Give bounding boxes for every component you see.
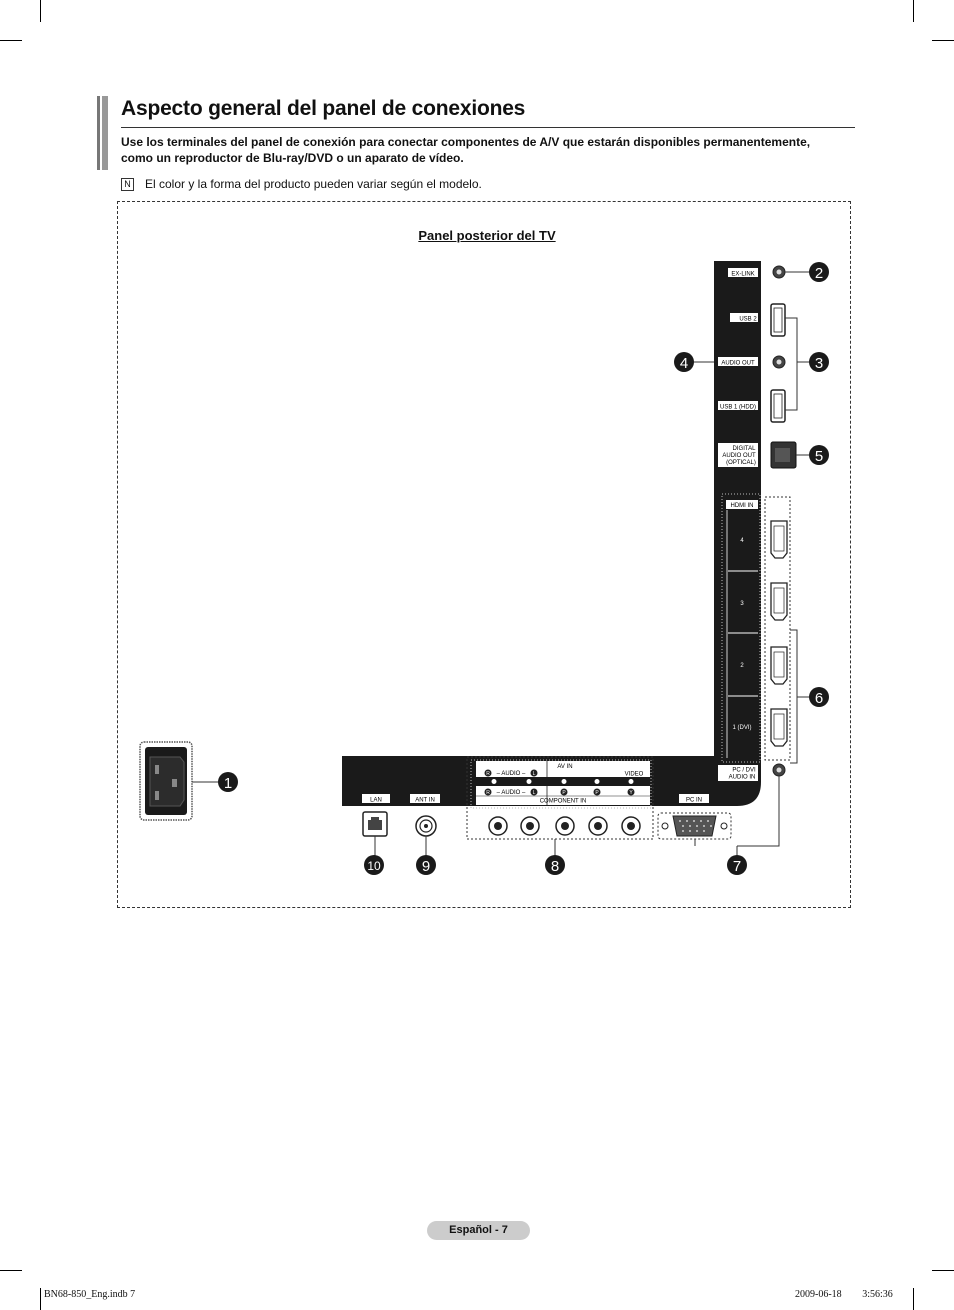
hdmi-ports	[770, 520, 788, 747]
audio-top-label: – AUDIO –	[497, 771, 526, 777]
file-info: BN68-850_Eng.indb 7	[44, 1289, 136, 1300]
usb1-label: USB 1 (HDD)	[720, 405, 756, 411]
callout-6: 6	[809, 687, 829, 707]
side-panel	[714, 261, 761, 781]
video-label: VIDEO	[625, 772, 644, 778]
av-in-label: AV IN	[557, 764, 572, 770]
note-text: El color y la forma del producto pueden …	[145, 177, 482, 191]
ant-in-label: ANT IN	[415, 798, 435, 804]
usb2-port	[770, 303, 786, 337]
usb2-label: USB 2	[739, 317, 757, 323]
hdmi-in-label: HDMI IN	[731, 503, 754, 509]
svg-text:6: 6	[815, 690, 823, 707]
svg-text:7: 7	[733, 858, 741, 875]
l-top-label: L	[533, 771, 536, 777]
crop-mark	[932, 1270, 954, 1271]
svg-text:3: 3	[815, 355, 823, 372]
intro-text: Use los terminales del panel de conexión…	[121, 135, 811, 165]
svg-text:1: 1	[224, 775, 232, 792]
digital-audio-label-3: (OPTICAL)	[726, 460, 756, 466]
pc-in-label: PC IN	[686, 798, 702, 804]
svg-text:9: 9	[422, 858, 430, 875]
panel-title-text: Panel posterior del TV	[418, 228, 556, 243]
callout-10: 10	[364, 855, 384, 875]
usb1-port	[770, 389, 786, 423]
l-bottom-label: L	[533, 790, 536, 796]
svg-text:8: 8	[551, 858, 559, 875]
callout-1: 1	[218, 772, 238, 792]
pc-dvi-audio-label-2: AUDIO IN	[729, 775, 756, 781]
r-bottom-label: R	[486, 790, 490, 796]
vga-port	[657, 812, 732, 840]
page-number: Español - 7	[427, 1221, 530, 1240]
crop-mark	[0, 40, 22, 41]
callout-7: 7	[727, 855, 747, 875]
crop-mark	[40, 0, 41, 22]
callout-9: 9	[416, 855, 436, 875]
panel-title: Panel posterior del TV	[0, 228, 954, 243]
y-label: Y	[629, 790, 633, 796]
audio-bottom-label: – AUDIO –	[497, 790, 526, 796]
audio-out-label: AUDIO OUT	[721, 361, 755, 367]
callout-4: 4	[674, 352, 694, 372]
svg-text:10: 10	[367, 859, 381, 873]
print-date: 2009-06-18 ￿￿ 3:56:36	[795, 1289, 893, 1300]
crop-mark	[913, 1288, 914, 1310]
pb-label: P	[562, 790, 566, 796]
svg-text:2: 2	[815, 265, 823, 282]
callout-5: 5	[809, 445, 829, 465]
component-in-label: COMPONENT IN	[540, 799, 587, 805]
callout-8: 8	[545, 855, 565, 875]
title-divider	[121, 127, 855, 128]
header-accent-bar	[102, 96, 108, 170]
hdmi4-label: 4	[740, 538, 744, 544]
crop-mark	[0, 1270, 22, 1271]
digital-audio-label-1: DIGITAL	[733, 446, 757, 452]
hdmi3-label: 3	[740, 601, 744, 607]
svg-text:4: 4	[680, 355, 688, 372]
hdmi2-label: 2	[740, 663, 744, 669]
r-top-label: R	[486, 771, 490, 777]
crop-mark	[40, 1288, 41, 1310]
header-accent-bar	[97, 96, 100, 170]
page-title: Aspecto general del panel de conexiones	[121, 97, 526, 120]
diagram-frame	[117, 201, 851, 908]
pc-dvi-audio-label-1: PC / DVI	[732, 768, 756, 774]
power-socket	[139, 741, 193, 821]
callout-2: 2	[809, 262, 829, 282]
callout-3: 3	[809, 352, 829, 372]
ex-link-label: EX-LINK	[731, 272, 754, 278]
crop-mark	[932, 40, 954, 41]
note-icon: N	[121, 178, 134, 191]
svg-text:5: 5	[815, 448, 823, 465]
hdmi1-label: 1 (DVI)	[732, 725, 751, 731]
lan-label: LAN	[370, 798, 382, 804]
digital-audio-label-2: AUDIO OUT	[722, 453, 756, 459]
pr-label: P	[595, 790, 599, 796]
crop-mark	[913, 0, 914, 22]
